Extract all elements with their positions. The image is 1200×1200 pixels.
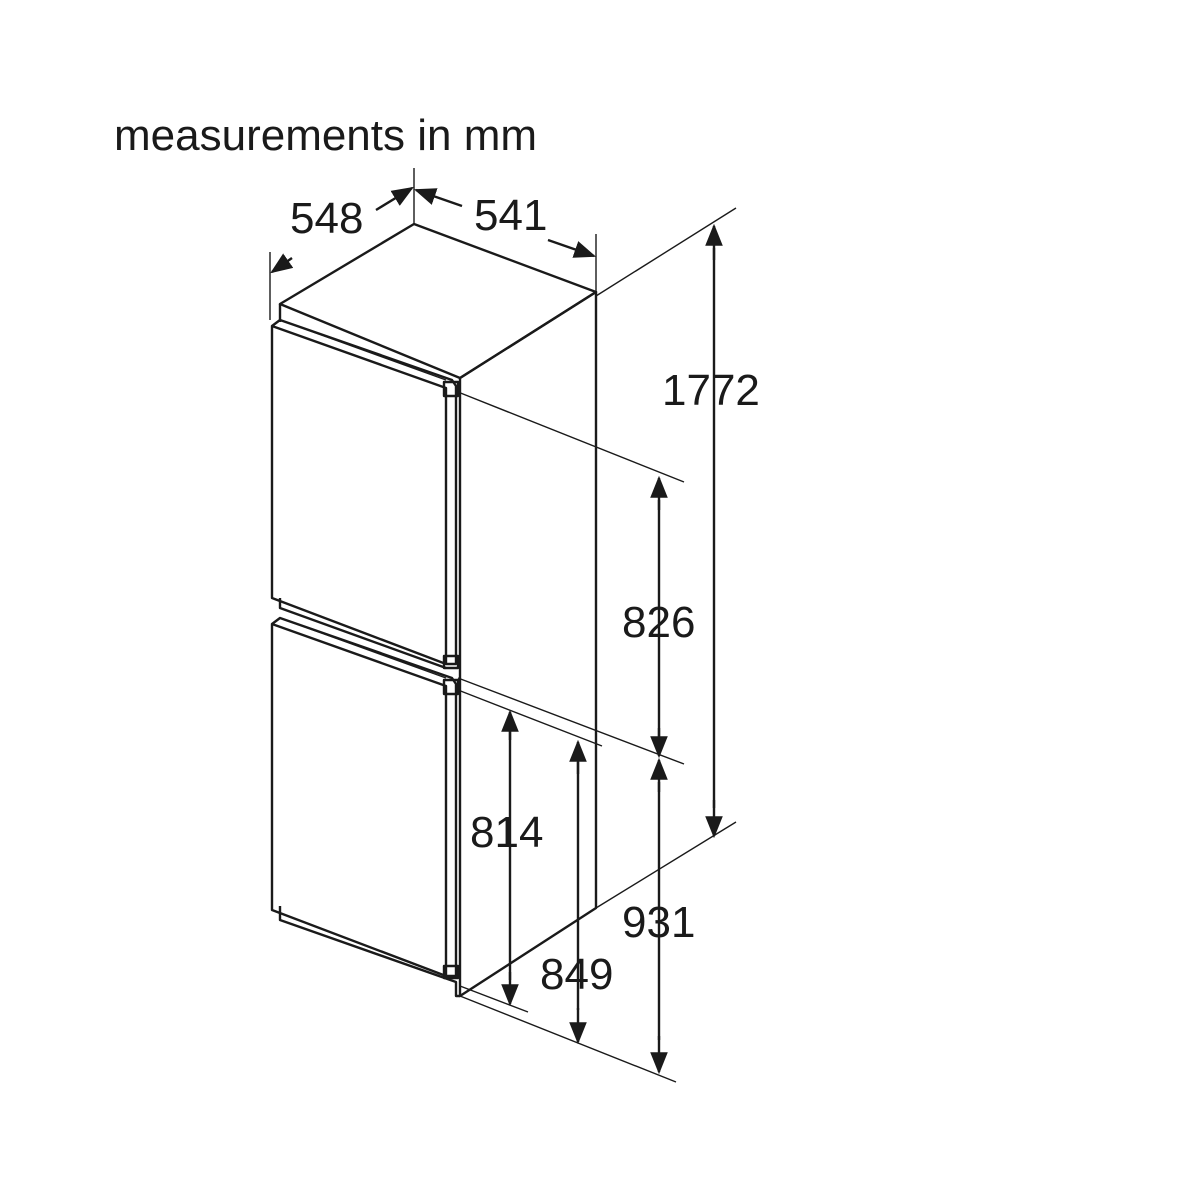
niche-ext-top: [457, 689, 603, 747]
floor-ext-bottom: [459, 995, 677, 1083]
lower-door-hinge-line: [279, 617, 447, 679]
appliance-side-face: [458, 290, 598, 998]
upper-compartment-label: 826: [622, 598, 695, 647]
upper-ext-top: [457, 391, 685, 483]
lower-door-hinge-bottom: [442, 964, 460, 980]
upper-door-front: [270, 318, 458, 666]
lower-niche-label: 849: [540, 950, 613, 999]
depth-label: 548: [290, 194, 363, 243]
lower-compartment-label: 931: [622, 898, 695, 947]
upper-door: [270, 318, 460, 670]
upper-door-hinge-top: [442, 380, 460, 398]
upper-door-hinge-bottom: [442, 654, 460, 670]
lower-door-top-edge: [271, 622, 448, 976]
upper-door-hinge-line: [279, 319, 447, 381]
width-arrow-left: [413, 188, 463, 208]
dimension-lines: [270, 186, 723, 1075]
width-label: 541: [474, 191, 547, 240]
appliance-plinth: [278, 906, 460, 998]
appliance-top-face: [278, 222, 598, 380]
lower-door-hinge-top: [442, 678, 460, 696]
height-ext-top: [595, 207, 737, 297]
page-title: measurements in mm: [114, 111, 537, 160]
lower-door-label: 814: [470, 808, 543, 857]
width-arrow-right: [547, 238, 597, 258]
middle-ext: [457, 677, 685, 765]
dimension-labels: 548 541 1772 826 814 931 849: [290, 191, 760, 999]
depth-arrow-right: [375, 186, 414, 212]
door-ext-bottom: [459, 985, 529, 1013]
lower-door: [270, 616, 460, 980]
upper-door-top-edge: [271, 324, 448, 664]
door-gap-line: [278, 598, 447, 670]
total-height-label: 1772: [662, 366, 760, 415]
appliance-body: [278, 222, 598, 998]
depth-arrow-left: [270, 253, 294, 274]
